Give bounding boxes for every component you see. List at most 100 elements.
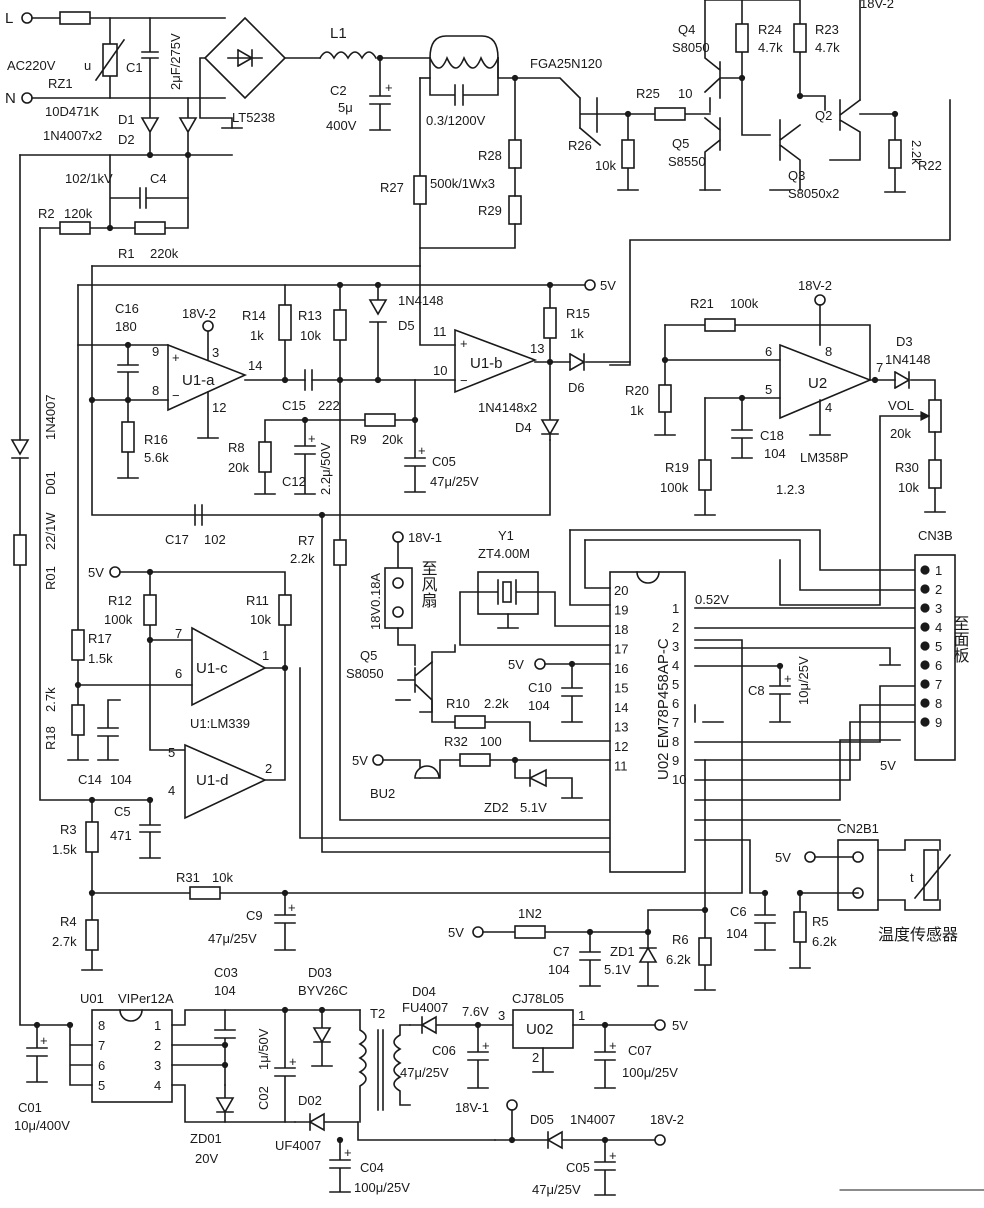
c15-label: C15	[282, 398, 306, 413]
igbt-label: FGA25N120	[530, 56, 602, 71]
mcu-right-pin: 1	[672, 601, 679, 616]
u1c-pin7: 7	[175, 626, 182, 641]
c6-label: C6	[730, 904, 747, 919]
xtal-label: Y1	[498, 528, 514, 543]
panel-pin-label: 9	[935, 715, 942, 730]
d3-value: 1N4148	[885, 352, 931, 367]
thermistor	[923, 849, 939, 901]
r13-value: 10k	[300, 328, 321, 343]
pin8: 8	[152, 383, 159, 398]
fan-q5-label: Q5	[360, 648, 377, 663]
r32-value: 100	[480, 734, 502, 749]
d01-value: 1N4007	[43, 394, 58, 440]
panel-pin-label: 5	[935, 639, 942, 654]
resistor-r4	[85, 919, 99, 951]
mcu-left-pin: 19	[614, 603, 628, 618]
u2-pin8: 8	[825, 344, 832, 359]
r15-value: 1k	[570, 326, 584, 341]
potentiometer-vol[interactable]	[928, 399, 942, 433]
svg-text:+: +	[308, 431, 316, 446]
c4-value: 102/1kV	[65, 171, 113, 186]
c18-value: 104	[764, 446, 786, 461]
r23-value: 4.7k	[815, 40, 840, 55]
svg-text:+: +	[40, 1033, 48, 1048]
v76-label: 7.6V	[462, 1004, 489, 1019]
comparator-u1c	[191, 626, 267, 707]
zd2-value: 5.1V	[520, 800, 547, 815]
fan-connector[interactable]	[384, 567, 413, 629]
zd2-label: ZD2	[484, 800, 509, 815]
resistor-r10	[454, 715, 486, 729]
c14-label: C14	[78, 772, 102, 787]
r12-value: 100k	[104, 612, 133, 627]
c15-value: 222	[318, 398, 340, 413]
temp-connector-cn2b1[interactable]	[837, 839, 879, 911]
c5-label: C5	[114, 804, 131, 819]
svg-text:−: −	[460, 373, 468, 388]
c05-bot-label: C05	[566, 1160, 590, 1175]
c07-label: C07	[628, 1043, 652, 1058]
r11-label: R11	[246, 593, 269, 608]
c05-label: C05	[432, 454, 456, 469]
u1d-pin5: 5	[168, 745, 175, 760]
r26-label: R26	[568, 138, 592, 153]
c06-value: 47μ/25V	[400, 1065, 449, 1080]
r13-label: R13	[298, 308, 322, 323]
inductor-l1	[318, 51, 378, 60]
c1-value: 2μF/275V	[168, 33, 183, 90]
c18-label: C18	[760, 428, 784, 443]
fan-label: 至风扇	[419, 560, 438, 609]
reg-pin1: 1	[578, 1008, 585, 1023]
rz1-value: 10D471K	[45, 104, 100, 119]
vol-label: VOL	[888, 398, 914, 413]
resistor-r13	[333, 309, 347, 341]
c7-value: 104	[548, 962, 570, 977]
r14-value: 1k	[250, 328, 264, 343]
q3-value: S8050x2	[788, 186, 839, 201]
smps-right-pin: 3	[154, 1058, 161, 1073]
u1d-label: U1-d	[196, 772, 229, 789]
resistor-r29	[508, 195, 522, 225]
label-ac220v: AC220V	[7, 58, 56, 73]
r01-label: R01	[43, 566, 58, 590]
bridge-label: LT5238	[232, 110, 275, 125]
svg-text:+: +	[609, 1148, 617, 1163]
mcu-u02	[609, 571, 686, 873]
lm358-section: R21 100k 18V-2 U2 6 8 5 4 7 R20 1k R19 1…	[625, 278, 946, 606]
l1-label: L1	[330, 25, 347, 42]
resistor-r2	[59, 221, 91, 235]
r12-label: R12	[108, 593, 132, 608]
r29-label: R29	[478, 203, 502, 218]
left-supply-chain: 1N4007 D01 22/1W R01	[10, 154, 151, 1026]
c16-value: 180	[115, 319, 137, 334]
u2-pins: 1.2.3	[776, 482, 805, 497]
r2-value: 120k	[64, 206, 93, 221]
panel-pin-label: 8	[935, 696, 942, 711]
smps-left-pin: 8	[98, 1018, 105, 1033]
d6-label: D6	[568, 380, 585, 395]
u1b-label: U1-b	[470, 355, 503, 372]
d4-label: D4	[515, 420, 532, 435]
c04-label: C04	[360, 1160, 384, 1175]
c8-label: C8	[748, 683, 765, 698]
c05-bot-value: 47μ/25V	[532, 1182, 581, 1197]
resistor-r19	[698, 459, 712, 491]
r19-value: 100k	[660, 480, 689, 495]
r30-label: R30	[895, 460, 919, 475]
q3-label: Q3	[788, 168, 805, 183]
smps-left-pin: 6	[98, 1058, 105, 1073]
u2-pin5: 5	[765, 382, 772, 397]
panel-pin-label: 1	[935, 563, 942, 578]
terminal-l	[21, 12, 33, 24]
r17-label: R17	[88, 631, 112, 646]
l-1n2-label: 1N2	[518, 906, 542, 921]
varistor-u: u	[84, 58, 91, 73]
lm339-5v: 5V	[88, 565, 104, 580]
q2-label: Q2	[815, 108, 832, 123]
c9-label: C9	[246, 908, 263, 923]
c10-label: C10	[528, 680, 552, 695]
zd1-value: 5.1V	[604, 962, 631, 977]
u1a-label: U1-a	[182, 372, 215, 389]
